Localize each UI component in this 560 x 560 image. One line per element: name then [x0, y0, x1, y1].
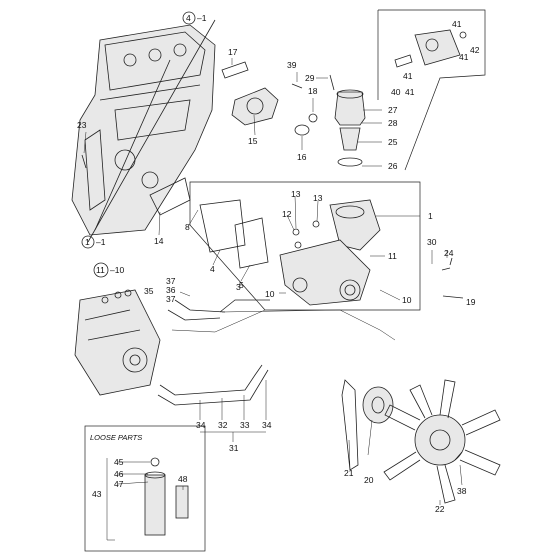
label-37a: 37 [166, 276, 176, 286]
label-30: 30 [427, 237, 437, 247]
label-34a: 34 [196, 420, 206, 430]
label-31: 31 [229, 443, 239, 453]
ref-4-number: 4 [186, 13, 191, 23]
label-41a: 41 [452, 19, 462, 29]
engine-block [71, 24, 216, 236]
label-45: 45 [114, 457, 124, 467]
label-13b: 13 [313, 193, 323, 203]
label-20: 20 [364, 475, 374, 485]
label-41d: 41 [405, 87, 415, 97]
guide-strip [87, 19, 216, 243]
label-39: 39 [287, 60, 297, 70]
hose-link-2 [171, 309, 266, 333]
plug-23 [81, 154, 87, 169]
label-24: 24 [444, 248, 454, 258]
label-11: 11 [388, 251, 397, 261]
coolant-pipes [157, 299, 270, 406]
label-19: 19 [466, 297, 476, 307]
gasket-16 [294, 124, 310, 136]
injection-pump [74, 289, 161, 396]
label-28: 28 [388, 118, 398, 128]
label-23: 23 [77, 120, 87, 130]
label-22: 22 [435, 504, 445, 514]
ref-1-suffix: –1 [96, 237, 106, 247]
label-40: 40 [391, 87, 401, 97]
label-8: 8 [185, 222, 190, 232]
label-36: 36 [166, 285, 176, 295]
bolt-24 [449, 257, 453, 266]
label-12: 12 [282, 209, 292, 219]
cooling-fan [383, 379, 501, 504]
label-14: 14 [154, 236, 164, 246]
label-37b: 37 [166, 294, 176, 304]
label-17: 17 [228, 47, 238, 57]
label-27: 27 [388, 105, 398, 115]
gasket-14 [149, 177, 191, 216]
label-25: 25 [388, 137, 398, 147]
sensor-29 [329, 74, 335, 91]
bolt-19 [442, 295, 464, 299]
ref-callout-11: 11 –10 [93, 262, 124, 278]
label-4: 4 [210, 264, 215, 274]
label-16: 16 [297, 152, 307, 162]
label-26: 26 [388, 161, 398, 171]
label-29: 29 [305, 73, 315, 83]
water-pump-frame [189, 181, 421, 311]
label-32: 32 [218, 420, 228, 430]
part-labels: 17 15 16 39 29 18 27 28 25 26 41 42 41 4… [77, 19, 480, 514]
label-35: 35 [144, 286, 154, 296]
bolt-39 [291, 83, 303, 89]
thermostat-cover [221, 61, 279, 126]
label-10b: 10 [402, 295, 412, 305]
label-46: 46 [114, 469, 124, 479]
label-1: 1 [428, 211, 433, 221]
bolt-18 [308, 113, 318, 123]
label-13a: 13 [291, 189, 301, 199]
ref-callout-1: 1 –1 [81, 235, 106, 249]
loose-parts-box: LOOSE PARTS [84, 425, 206, 552]
label-10a: 10 [265, 289, 275, 299]
thermostat-unit [334, 89, 366, 167]
ref-callout-4: 4 –1 [182, 11, 207, 25]
label-34b: 34 [262, 420, 272, 430]
label-48: 48 [178, 474, 188, 484]
loose-parts-title: LOOSE PARTS [90, 433, 142, 442]
hose-link [221, 309, 396, 341]
ref-11-suffix: –10 [110, 265, 124, 275]
label-42: 42 [470, 45, 480, 55]
pulley [362, 386, 394, 424]
label-38: 38 [457, 486, 467, 496]
fan-belt [341, 379, 359, 471]
label-21: 21 [344, 468, 354, 478]
label-41b: 41 [403, 71, 413, 81]
ref-1-number: 1 [85, 237, 90, 247]
label-33: 33 [240, 420, 250, 430]
leader-lines [83, 58, 463, 505]
label-47: 47 [114, 479, 124, 489]
label-41c: 41 [459, 52, 469, 62]
ref-4-suffix: –1 [197, 13, 207, 23]
washer-30 [441, 267, 451, 271]
bolt-38 [454, 451, 463, 461]
inset-frame-top-right [377, 9, 486, 171]
label-18: 18 [308, 86, 318, 96]
label-43: 43 [92, 489, 102, 499]
label-5: 5 [239, 280, 244, 290]
ref-11-number: 11 [96, 265, 105, 275]
label-3: 3 [236, 282, 241, 292]
label-15: 15 [248, 136, 258, 146]
